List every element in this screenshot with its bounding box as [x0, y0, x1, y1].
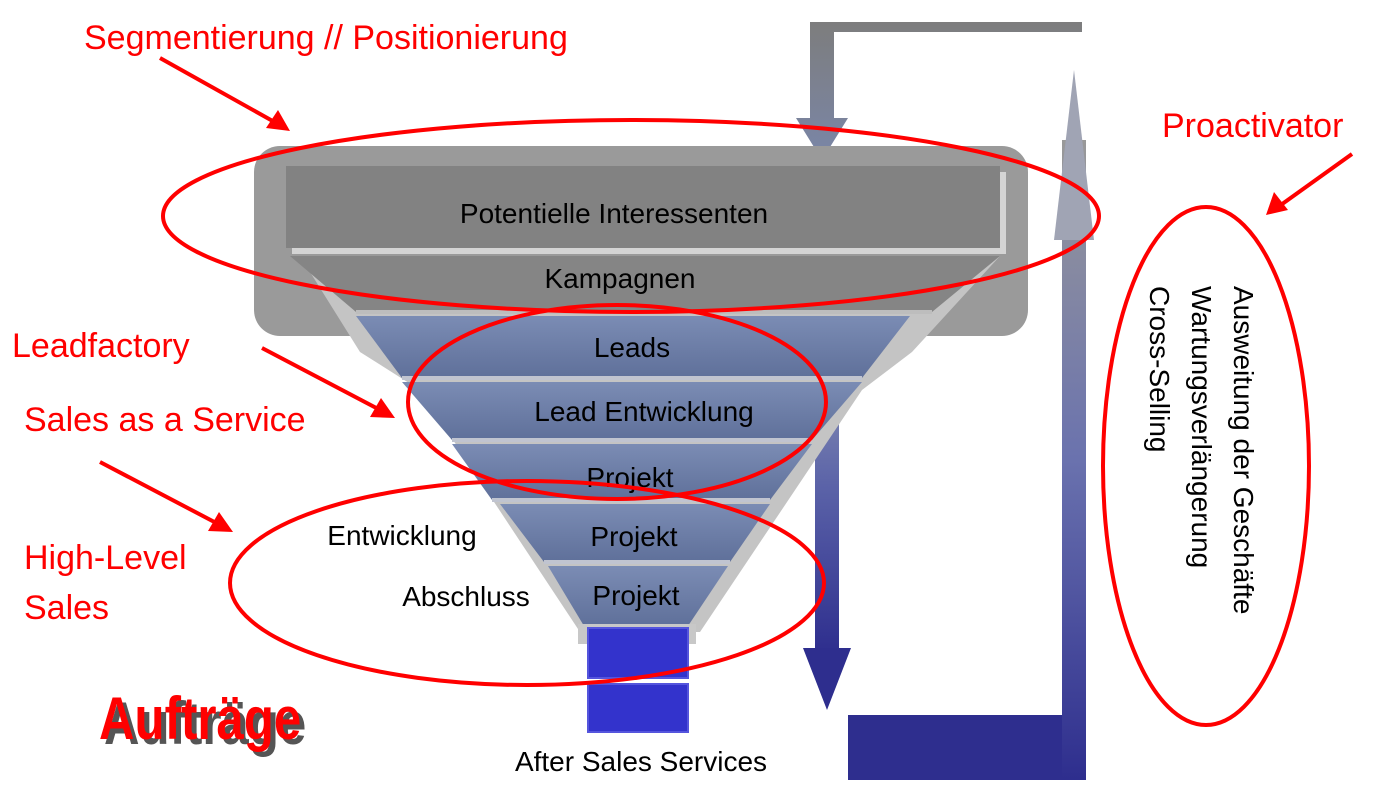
feedback-up-arrowhead	[1054, 70, 1094, 240]
ellipse-segmentierung	[161, 118, 1101, 314]
order-block-1	[587, 627, 689, 679]
arrow-segmentierung	[159, 56, 279, 126]
ellipse-high-level-sales	[228, 479, 826, 687]
auftraege-shadow: Aufträge	[104, 689, 306, 757]
auftraege-text: Aufträge	[99, 684, 301, 752]
layer-kampagnen	[290, 256, 1000, 312]
stage-label-lead-entwicklung: Lead Entwicklung	[534, 396, 753, 427]
feedback-bottom-bar	[848, 715, 1086, 780]
stage-label-projekt-2: Projekt	[590, 521, 677, 552]
arrow-high-level	[99, 460, 223, 528]
auftraege-label: Aufträge Aufträge	[99, 684, 306, 757]
stage-prefix-abschluss: Abschluss	[402, 581, 530, 612]
stage-potentielle-interessenten: Potentielle Interessenten	[286, 166, 1006, 254]
after-sales-label: After Sales Services	[515, 746, 767, 777]
stage-label-leads: Leads	[594, 332, 670, 363]
label-sales: Sales	[24, 589, 109, 627]
order-blocks	[578, 624, 696, 733]
top-stage-label: Potentielle Interessenten	[460, 198, 768, 229]
layer-lead-entwicklung	[402, 382, 862, 440]
layer-leads	[356, 316, 910, 378]
stage-prefix-entwicklung: Entwicklung	[327, 520, 476, 551]
stage-label-projekt-3: Projekt	[592, 580, 679, 611]
layer-projekt-3	[548, 566, 728, 626]
vertical-line-3: Cross-Selling	[1144, 286, 1175, 453]
label-segmentierung: Segmentierung // Positionierung	[84, 19, 568, 57]
order-block-2	[587, 683, 689, 733]
funnel-layers	[290, 256, 1000, 626]
feed-arrow-shape	[796, 22, 1082, 160]
vertical-line-2: Wartungsverlängerung	[1186, 286, 1217, 568]
layer-projekt-2	[500, 504, 770, 562]
down-arrow-head	[803, 648, 851, 710]
label-leadfactory: Leadfactory	[12, 327, 190, 365]
arrow-leadfactory	[261, 346, 385, 414]
ellipse-leadfactory	[406, 303, 828, 501]
label-sales-as-a-service: Sales as a Service	[24, 401, 306, 439]
label-proactivator: Proactivator	[1162, 107, 1343, 145]
stage-label-kampagnen: Kampagnen	[544, 263, 695, 294]
arrow-proactivator	[1276, 152, 1354, 209]
vertical-line-1: Ausweitung der Geschäfte	[1228, 286, 1259, 614]
label-high-level: High-Level	[24, 539, 187, 577]
feed-arrow	[796, 22, 1082, 160]
ellipse-proactivator	[1101, 205, 1311, 727]
pointer-arrows	[99, 56, 1354, 532]
